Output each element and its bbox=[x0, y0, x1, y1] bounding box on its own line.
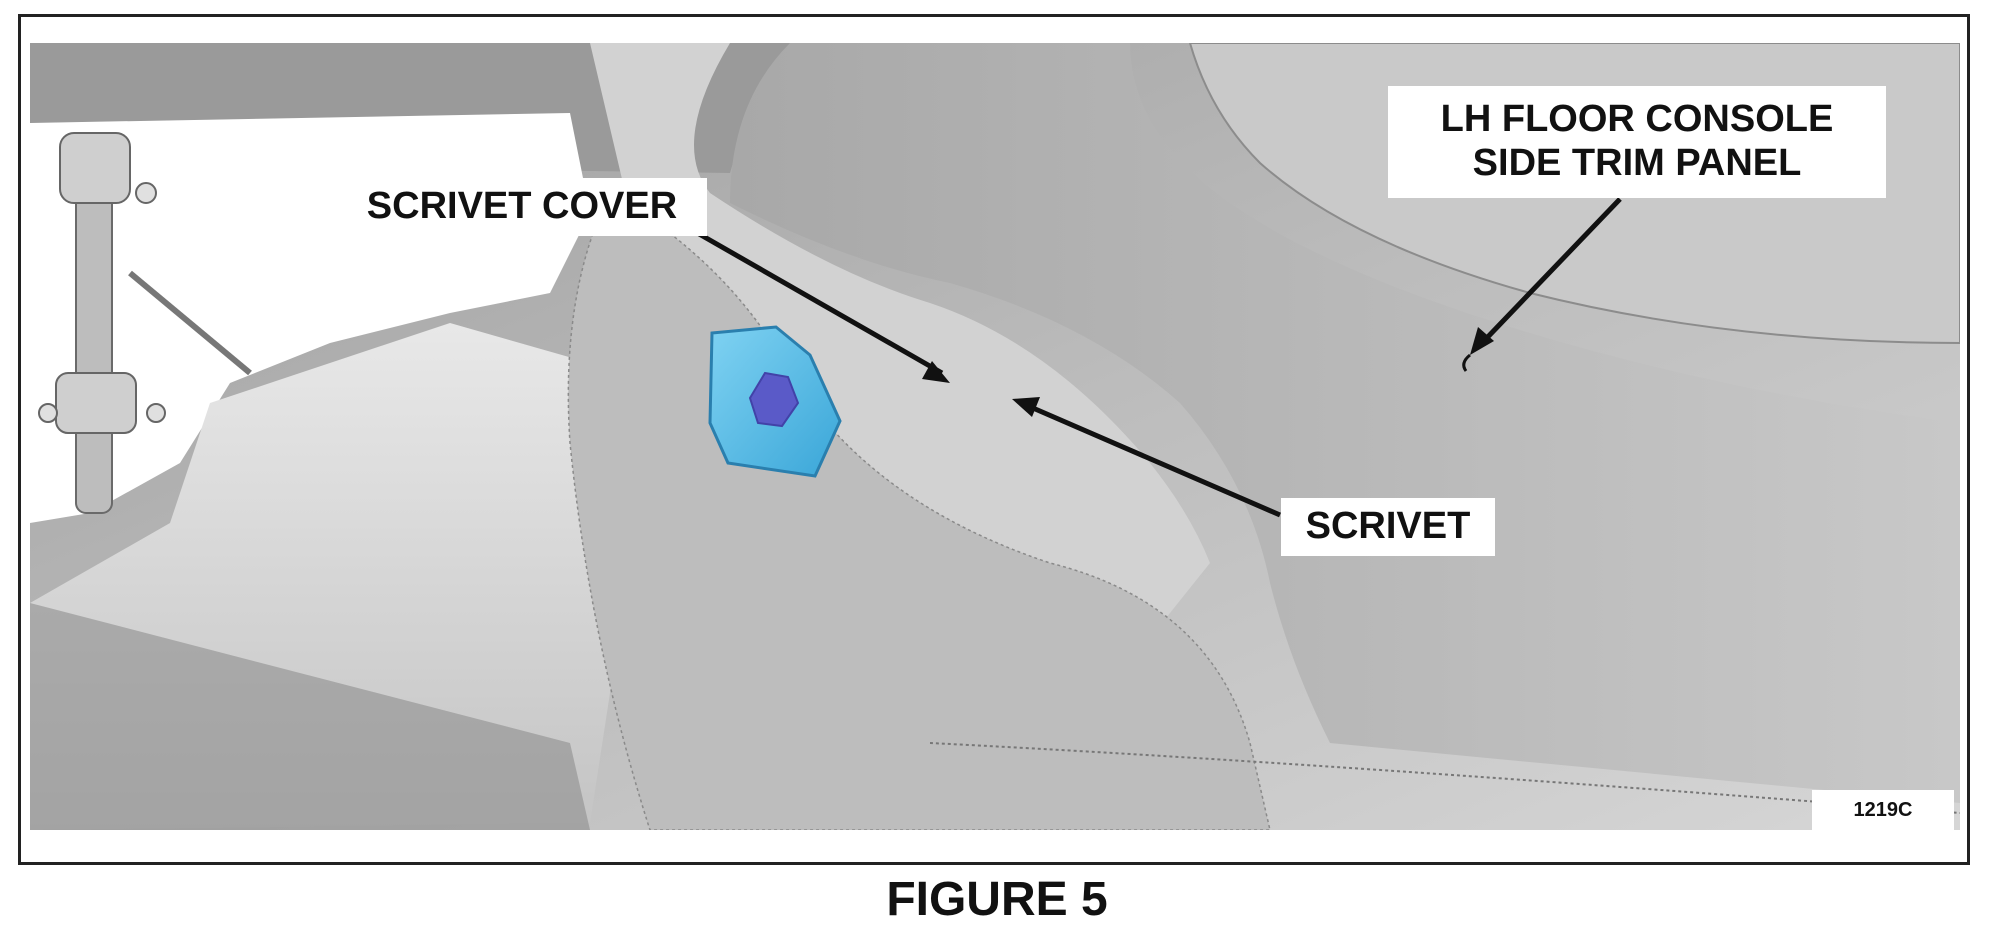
console-shadow bbox=[30, 603, 590, 830]
side-trim-panel-leader-arrow bbox=[1462, 197, 1622, 372]
scrivet-label: SCRIVET bbox=[1281, 498, 1495, 556]
console-arch bbox=[590, 43, 1210, 663]
side-trim-panel-label-line2: SIDE TRIM PANEL bbox=[1472, 142, 1802, 184]
side-trim-panel-label-line1: LH FLOOR CONSOLE bbox=[1440, 98, 1834, 141]
vehicle-interior-illustration bbox=[30, 43, 1960, 830]
image-code-text: 1219C bbox=[1853, 798, 1913, 821]
scrivet-cover-leader-arrow bbox=[678, 220, 950, 383]
scrivet-leader-arrow bbox=[1012, 397, 1281, 518]
steering-linkage bbox=[38, 132, 252, 514]
lh-floor-console-side-trim-panel bbox=[730, 43, 1960, 803]
figure-caption: FIGURE 5 bbox=[886, 873, 1108, 926]
side-trim-panel-label: LH FLOOR CONSOLE SIDE TRIM PANEL bbox=[1388, 86, 1886, 198]
image-code-label: 1219C bbox=[1812, 790, 1954, 830]
trim-seam-line bbox=[929, 742, 1960, 814]
scrivet-label-text: SCRIVET bbox=[1305, 505, 1471, 548]
scrivet bbox=[748, 371, 800, 428]
scrivet-cover-label: SCRIVET COVER bbox=[337, 178, 707, 236]
scrivet-cover-label-text: SCRIVET COVER bbox=[366, 185, 678, 228]
